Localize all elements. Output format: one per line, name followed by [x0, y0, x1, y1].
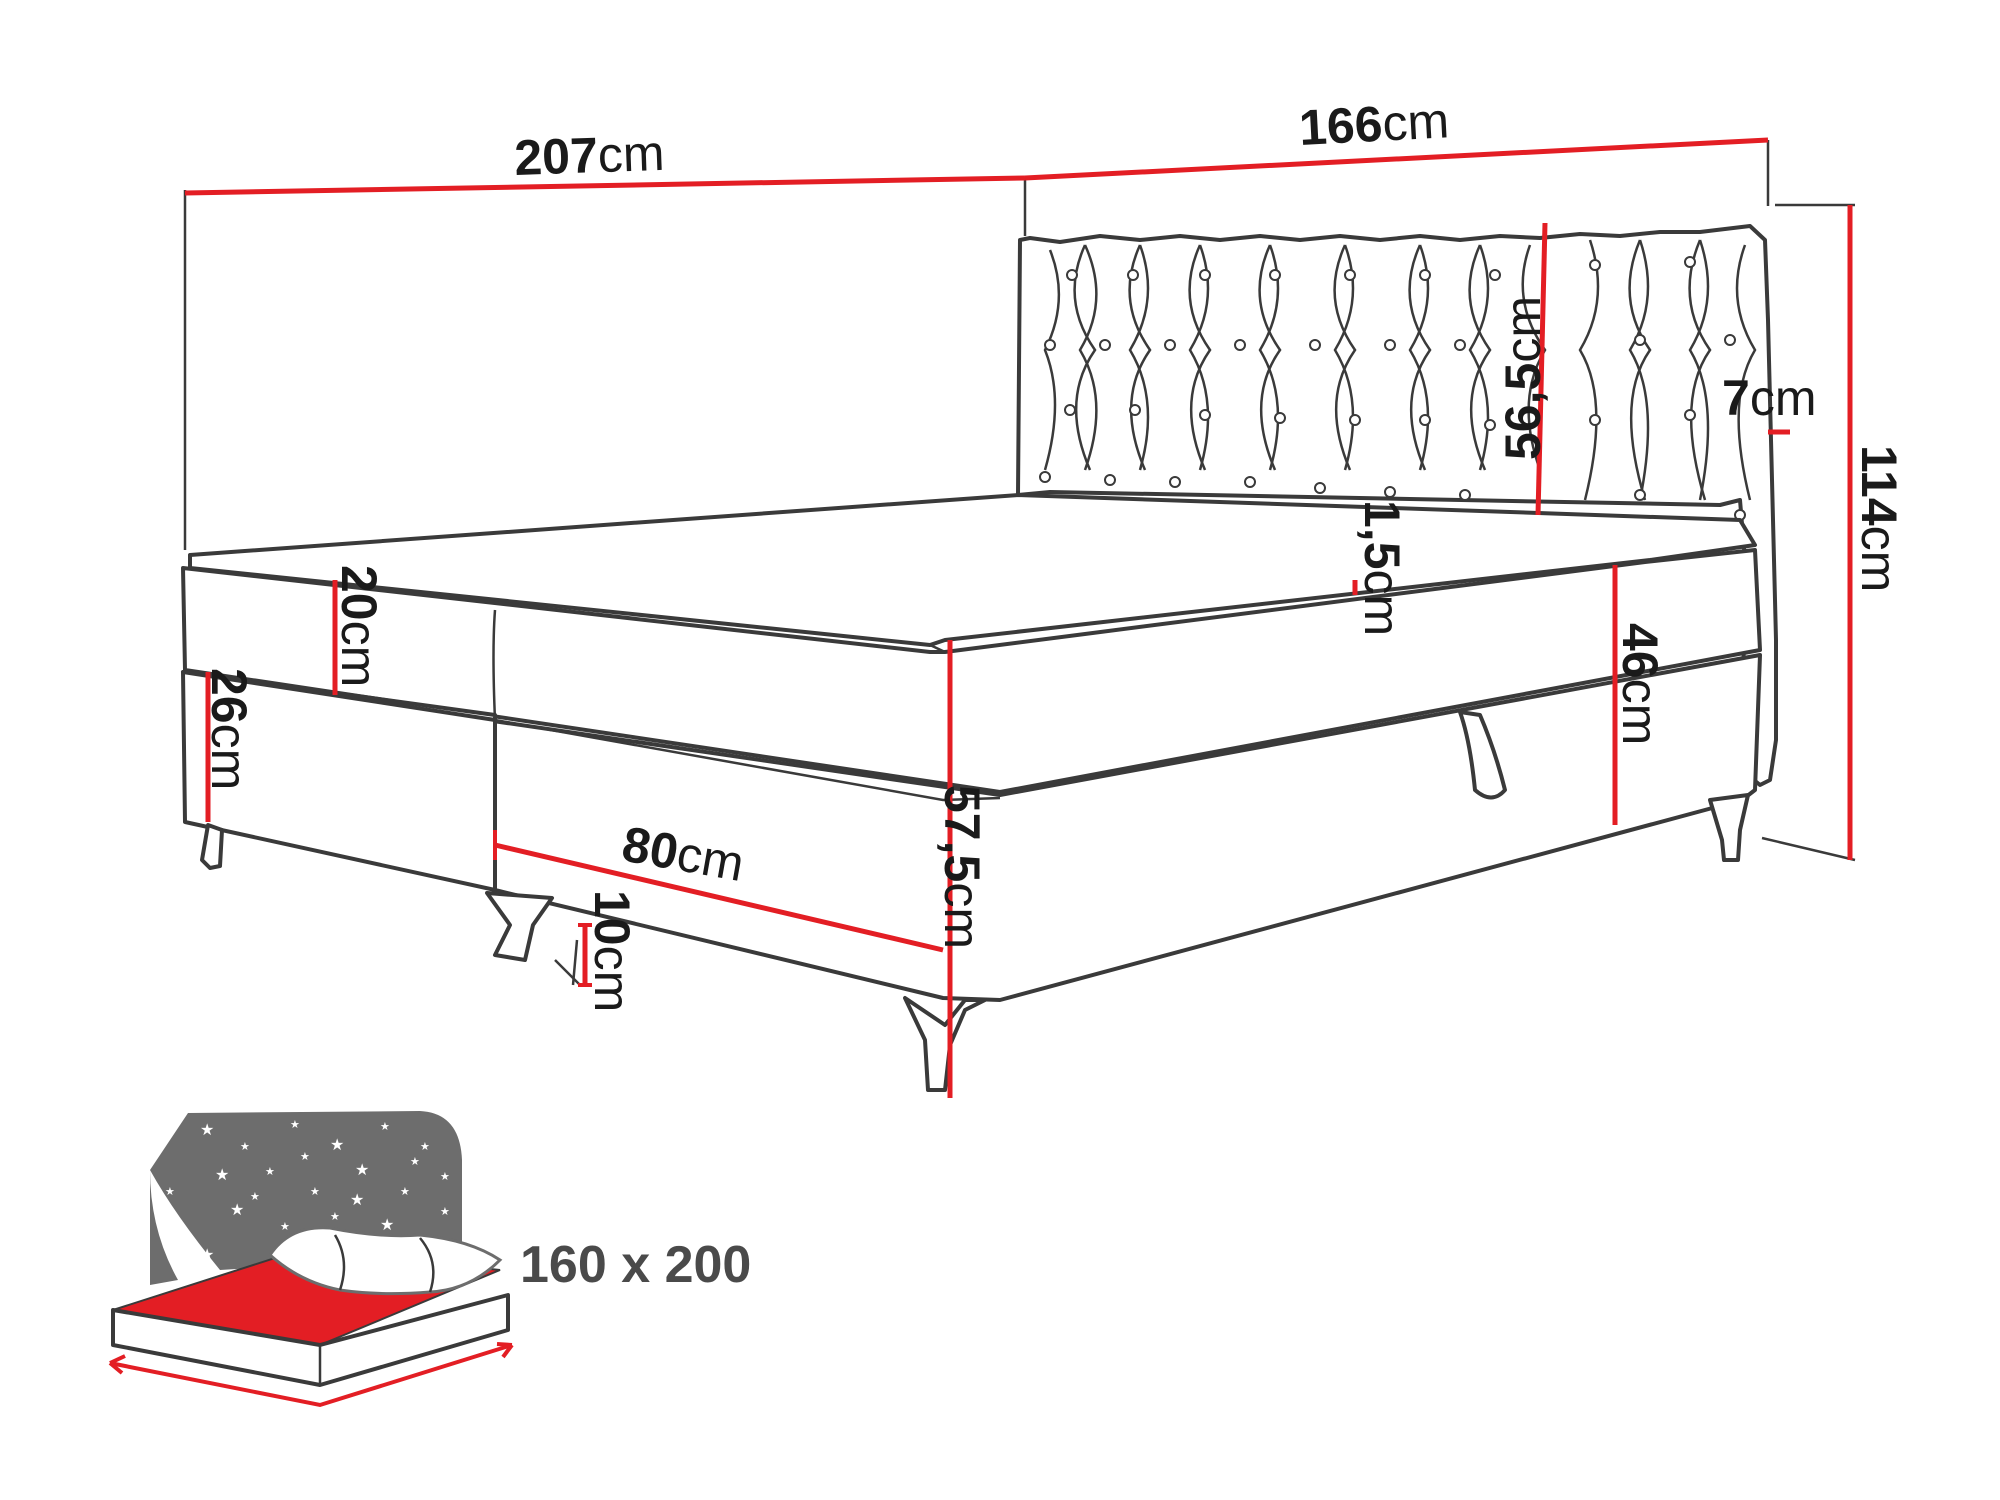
mattress-height-label: 20cm	[331, 565, 387, 687]
star-icon: ★	[240, 1140, 250, 1153]
dimension-labels: 207cm 166cm 56,5cm 7cm 114cm 1,5cm 20cm …	[201, 92, 1907, 1012]
star-icon: ★	[330, 1135, 344, 1154]
star-icon: ★	[200, 1245, 214, 1264]
star-icon: ★	[380, 1215, 394, 1234]
star-icon: ★	[170, 1230, 180, 1243]
star-icon: ★	[290, 1118, 300, 1131]
star-icon: ★	[280, 1220, 290, 1233]
sleeping-area-icon: ★★★★★★★★★★★★★★★★★★★★★★★★ 160 x 200	[108, 1111, 751, 1408]
box-height-label: 26cm	[201, 668, 257, 790]
star-icon: ★	[380, 1120, 390, 1133]
headboard	[1016, 224, 1778, 787]
headboard-height-label: 56,5cm	[1495, 296, 1551, 460]
total-length-line	[184, 175, 1026, 196]
side-height-label: 46cm	[1612, 623, 1668, 745]
headboard-height-line	[1535, 222, 1548, 516]
star-icon: ★	[200, 1120, 214, 1139]
box-width-line	[494, 842, 944, 953]
topper-height-label: 1,5cm	[1354, 500, 1410, 636]
storage-handle	[1458, 710, 1507, 800]
bed-diagram-icon	[181, 224, 1778, 1092]
star-icon: ★	[355, 1160, 369, 1179]
headboard-width-label: 166cm	[1298, 92, 1451, 156]
leg-height-label: 10cm	[584, 890, 640, 1012]
star-icon: ★	[440, 1205, 450, 1218]
star-icon: ★	[330, 1210, 340, 1223]
star-icon: ★	[215, 1165, 229, 1184]
star-icon: ★	[230, 1200, 244, 1219]
star-icon: ★	[420, 1140, 430, 1153]
star-icon: ★	[310, 1185, 320, 1198]
dimension-lines	[184, 137, 1853, 1098]
extension-lines	[183, 140, 1856, 986]
foot-height-label: 57,5cm	[934, 785, 990, 949]
total-length-label: 207cm	[513, 125, 665, 186]
star-icon: ★	[265, 1165, 275, 1178]
headboard-thickness-label: 7cm	[1722, 370, 1816, 426]
star-icon: ★	[300, 1150, 310, 1163]
star-icon: ★	[400, 1185, 410, 1198]
star-icon: ★	[250, 1190, 260, 1203]
sleeping-area-label: 160 x 200	[520, 1236, 751, 1294]
star-icon: ★	[165, 1185, 175, 1198]
total-height-label: 114cm	[1851, 445, 1907, 592]
box-width-label: 80cm	[618, 816, 748, 892]
headboard-width-line	[1024, 137, 1769, 181]
legs	[200, 793, 1750, 1092]
star-icon: ★	[440, 1170, 450, 1183]
star-icon: ★	[350, 1190, 364, 1209]
star-icon: ★	[410, 1155, 420, 1168]
